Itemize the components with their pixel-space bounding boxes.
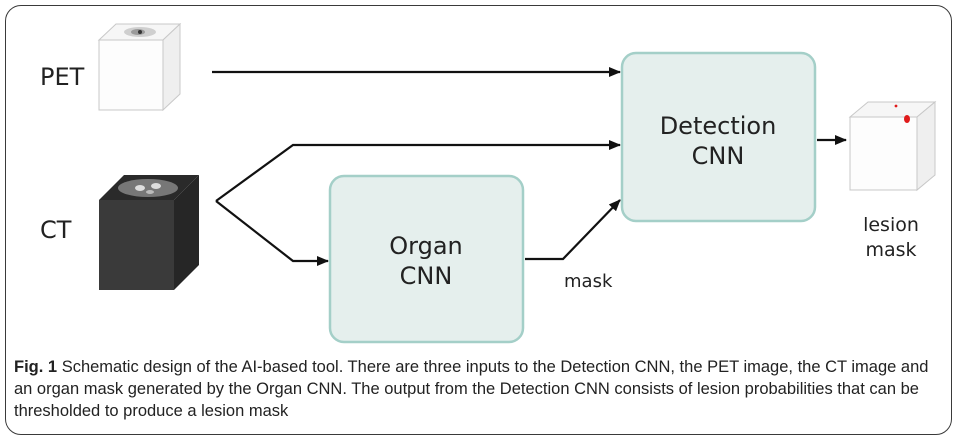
ct-volume-image [99,175,199,290]
pet-label: PET [40,63,85,91]
lesion-mask-volume-image [848,100,937,192]
ct-to-detection-arrow [215,140,621,202]
organ-cnn-box [328,174,525,344]
detection-cnn-box [620,51,817,223]
lesion-mask-label-line1: lesion [863,214,919,236]
figure-caption: Fig. 1 Schematic design of the AI-based … [14,356,939,422]
detection-cnn-label-line1: Detection [660,112,777,140]
mask-label: mask [564,271,613,292]
caption-text: Schematic design of the AI-based tool. T… [14,358,929,420]
organ-cnn-label-line1: Organ [389,232,463,260]
lesion-spot [904,115,910,123]
pet-volume-image [97,22,182,112]
lesion-mask-label-line2: mask [865,239,916,261]
figure-frame [5,5,952,435]
figure-number: Fig. 1 [14,358,58,376]
ct-to-organ-arrow [215,200,329,266]
organ-cnn-label-line2: CNN [400,262,453,290]
mask-to-detection-arrow [525,199,621,261]
ct-label: CT [40,216,72,244]
detection-cnn-label-line2: CNN [692,142,745,170]
